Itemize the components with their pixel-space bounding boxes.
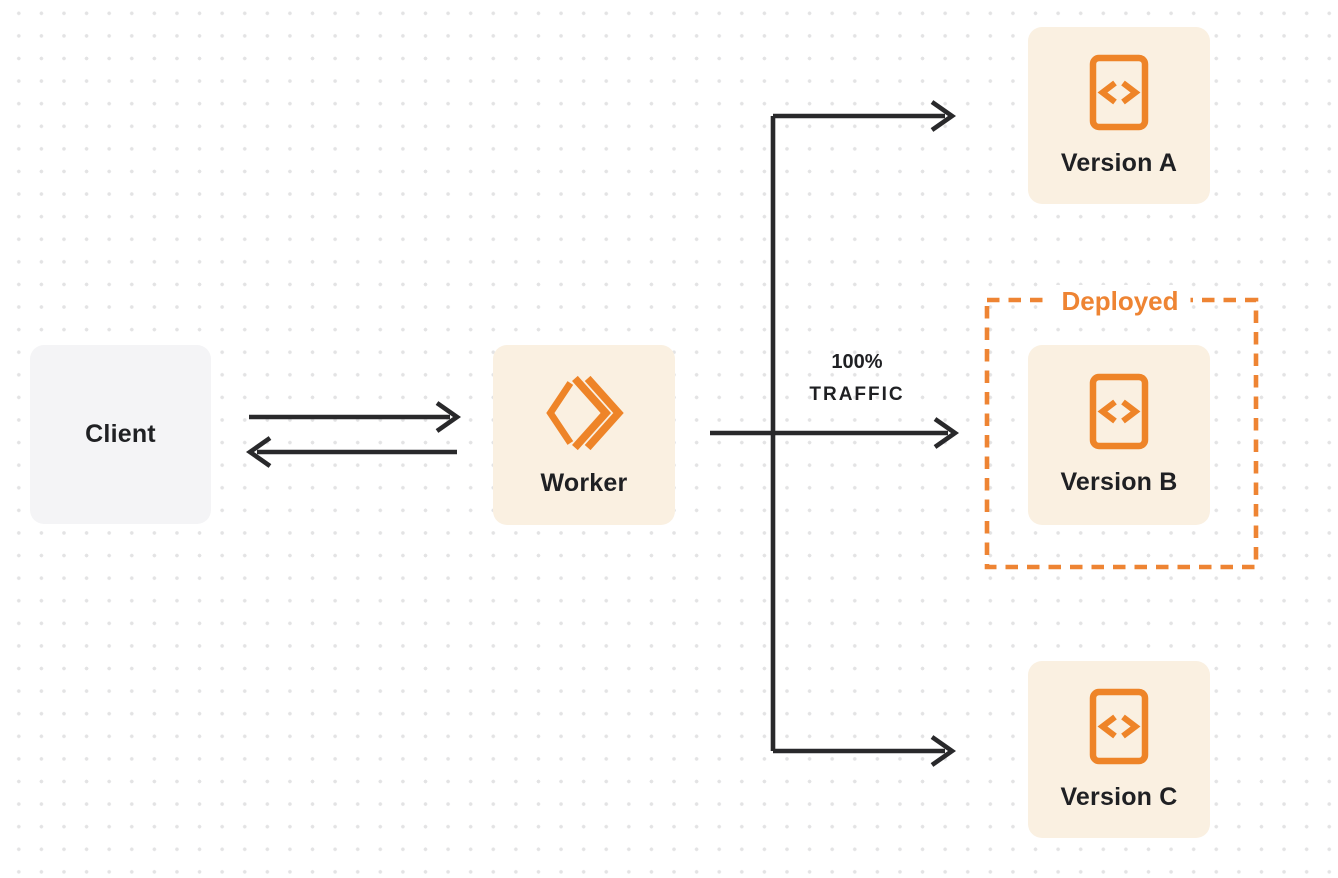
- version-a-node: Version A: [1028, 27, 1210, 204]
- client-node-label: Client: [85, 420, 156, 448]
- version-c-node-label: Version C: [1060, 782, 1178, 811]
- worker-node: Worker: [493, 345, 675, 525]
- traffic-arrow-to-version-b: [710, 417, 960, 449]
- version-b-node-label: Version B: [1060, 468, 1178, 496]
- arrow-to-version-a: [773, 100, 957, 132]
- arrowhead-right-icon: [933, 417, 960, 449]
- client-to-worker-arrow: [249, 401, 462, 433]
- code-file-icon: [1089, 54, 1149, 136]
- worker-to-client-arrow: [245, 436, 457, 468]
- arrow-to-version-c: [773, 735, 957, 767]
- arrowhead-right-icon: [930, 735, 957, 767]
- arrowhead-right-icon: [435, 401, 462, 433]
- traffic-word-text: TRAFFIC: [809, 384, 905, 405]
- code-file-icon: [1089, 373, 1149, 455]
- version-a-node-label: Version A: [1060, 148, 1178, 177]
- traffic-label: 100% TRAFFIC: [809, 350, 904, 407]
- worker-node-label: Worker: [540, 468, 628, 497]
- arrowhead-right-icon: [930, 100, 957, 132]
- workers-logo-icon: [544, 373, 624, 458]
- version-b-node: Version B: [1028, 345, 1210, 525]
- traffic-percent-text: 100%: [831, 351, 883, 373]
- deployed-group-label: Deployed: [1049, 285, 1191, 317]
- client-node: Client: [30, 345, 211, 524]
- arrowhead-left-icon: [245, 436, 272, 468]
- code-file-icon: [1089, 688, 1149, 770]
- version-c-node: Version C: [1028, 661, 1210, 838]
